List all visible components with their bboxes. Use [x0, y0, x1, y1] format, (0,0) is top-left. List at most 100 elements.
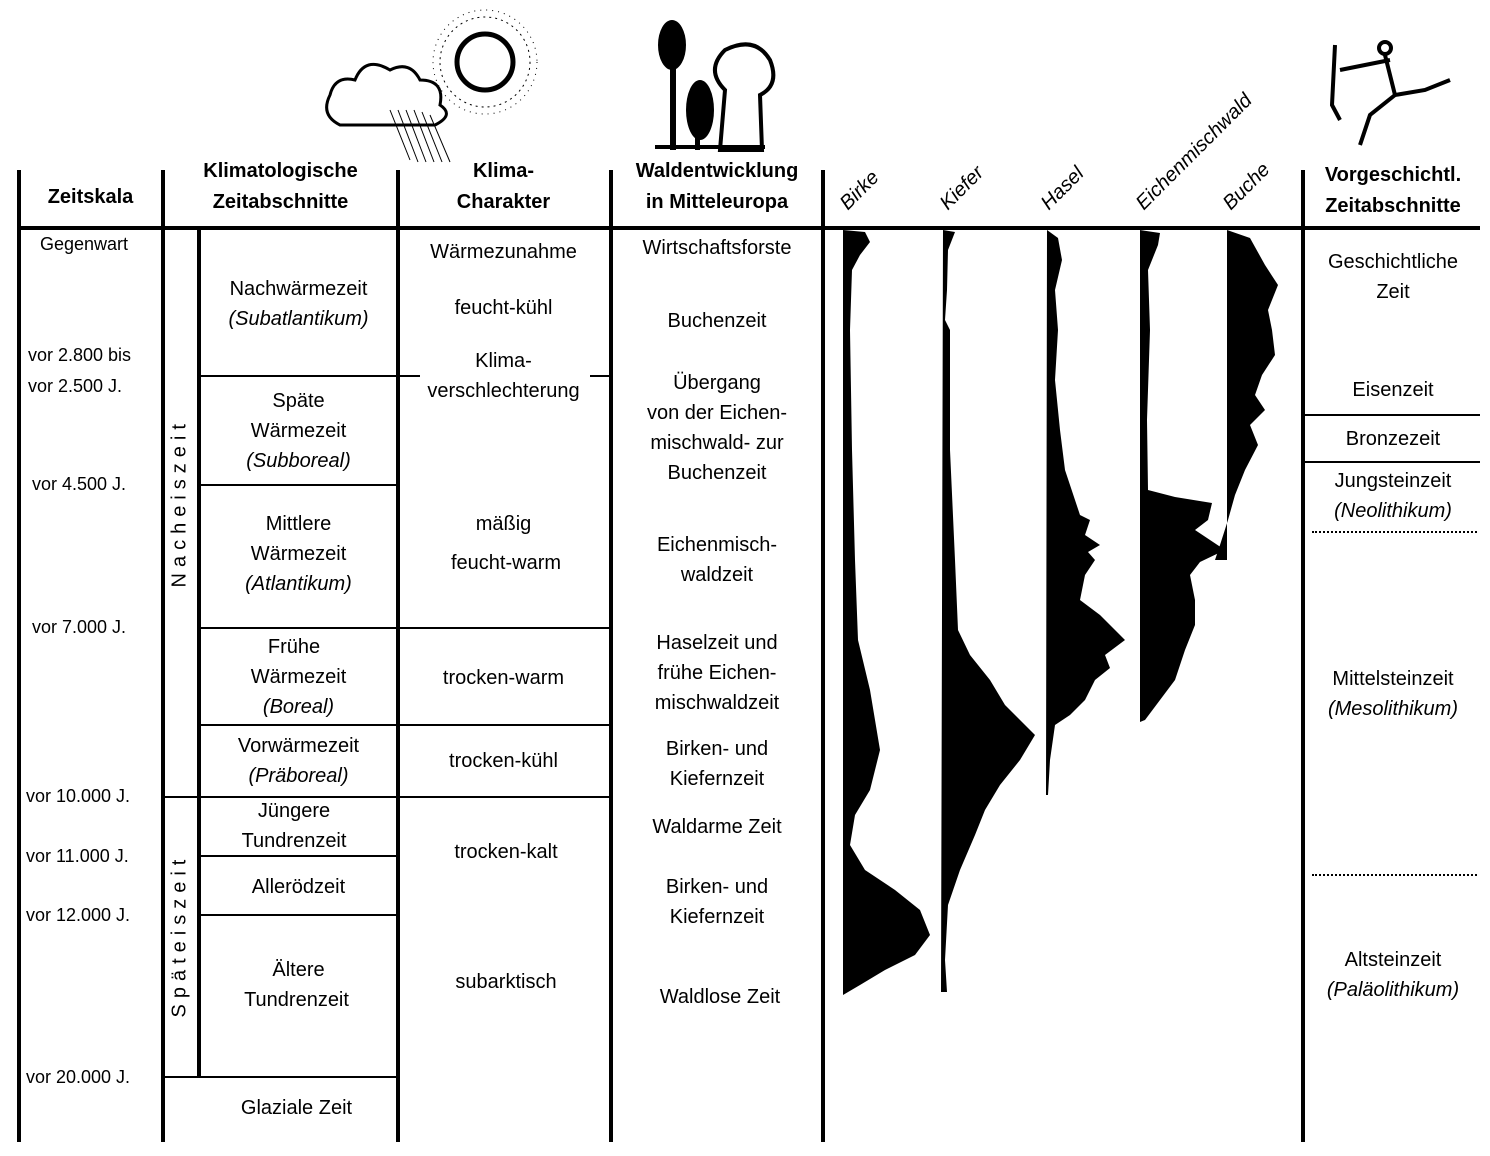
forest-label: Birken- und: [665, 738, 769, 760]
sun-icon: [432, 9, 538, 115]
prehistory-label: (Neolithikum): [1334, 500, 1452, 522]
pollen-curve-kiefer: [941, 230, 1035, 992]
period-name: Nachwärmezeit: [229, 278, 368, 300]
climate-label: feucht-kühl: [454, 297, 553, 319]
period-name: Jüngere: [257, 800, 331, 822]
header-illustrations: [325, 9, 1451, 163]
divider: [17, 170, 21, 1142]
forest-label: Waldlose Zeit: [659, 986, 781, 1008]
prehistory-label: Mittelsteinzeit: [1332, 668, 1454, 690]
forest-label: Waldarme Zeit: [652, 816, 782, 838]
divider: [163, 1076, 398, 1078]
divider: [1303, 414, 1480, 416]
dotted-divider: [1312, 874, 1477, 876]
header-klimatologische-2: Zeitabschnitte: [212, 191, 349, 213]
divider: [163, 796, 611, 798]
period-latin: (Boreal): [262, 696, 335, 718]
forest-label: Kiefernzeit: [669, 768, 765, 790]
divider: [197, 228, 201, 798]
period-latin: (Subboreal): [246, 450, 351, 472]
pollen-curve-hasel: [1046, 230, 1125, 795]
divider: [821, 170, 825, 1142]
time-label: Gegenwart: [40, 234, 129, 254]
forest-label: von der Eichen-: [646, 402, 788, 424]
divider: [198, 375, 398, 377]
climate-label: Klima-: [475, 350, 532, 372]
divider: [590, 375, 611, 377]
cave-painting-figures-icon: [1329, 40, 1451, 146]
period-name: Ältere: [272, 959, 325, 981]
prehistory-label: Eisenzeit: [1352, 379, 1434, 401]
divider: [396, 170, 400, 1142]
header-klima-2: Charakter: [456, 191, 551, 213]
divider: [198, 724, 611, 726]
prehistory-label: Geschichtliche: [1327, 251, 1459, 273]
prehistory-label: (Paläolithikum): [1326, 979, 1460, 1001]
forest-label: Eichenmisch-: [656, 534, 778, 556]
forest-label: Birken- und: [665, 876, 769, 898]
header-klima-1: Klima-: [472, 160, 535, 182]
divider: [1303, 461, 1480, 463]
time-label: vor 11.000 J.: [26, 846, 129, 866]
period-name: Frühe: [267, 636, 321, 658]
divider: [161, 170, 165, 1142]
climate-label: trocken-warm: [442, 667, 565, 689]
prehistory-label: Bronzezeit: [1345, 428, 1441, 450]
climate-label: verschlechterung: [427, 380, 580, 402]
cloud-rain-icon: [325, 62, 451, 163]
period-name: Allerödzeit: [251, 876, 346, 898]
period-name: Wärmezeit: [250, 666, 347, 688]
forest-label: Haselzeit und: [656, 632, 778, 654]
time-label: vor 20.000 J.: [26, 1067, 131, 1087]
trees-icon: [655, 20, 776, 152]
climate-label: trocken-kalt: [454, 841, 558, 863]
forest-label: Buchenzeit: [667, 462, 767, 484]
forest-label: mischwaldzeit: [654, 692, 780, 714]
pollen-curve-birke: [843, 230, 930, 995]
divider: [398, 375, 420, 377]
forest-label: Kiefernzeit: [669, 906, 765, 928]
climate-label: mäßig: [475, 513, 532, 535]
period-name: Wärmezeit: [250, 420, 347, 442]
forest-label: Wirtschaftsforste: [642, 237, 792, 259]
time-label: vor 7.000 J.: [32, 617, 127, 637]
header-vorgeschichte-2: Zeitabschnitte: [1325, 195, 1461, 217]
climate-label: Wärmezunahme: [430, 241, 577, 263]
forest-label: Buchenzeit: [667, 310, 767, 332]
period-latin: (Subatlantikum): [228, 308, 369, 330]
period-name: Glaziale Zeit: [240, 1097, 353, 1119]
divider: [609, 170, 613, 1142]
forest-label: frühe Eichen-: [657, 662, 777, 684]
period-latin: (Präboreal): [248, 765, 349, 787]
forest-label: mischwald- zur: [650, 432, 784, 454]
header-vorgeschichte-1: Vorgeschichtl.: [1324, 164, 1462, 186]
header-wald-1: Waldentwicklung: [635, 160, 799, 182]
header-rule: [17, 226, 1480, 230]
dotted-divider: [1312, 531, 1477, 533]
time-label: vor 2.500 J.: [28, 376, 123, 396]
climate-label: trocken-kühl: [449, 750, 558, 772]
prehistory-label: Jungsteinzeit: [1334, 470, 1452, 492]
divider: [197, 798, 201, 1078]
pollen-curve-buche: [1215, 230, 1278, 560]
period-latin: (Atlantikum): [245, 573, 352, 595]
period-name: Wärmezeit: [250, 543, 347, 565]
period-name: Mittlere: [265, 513, 332, 535]
period-name: Tundrenzeit: [241, 830, 347, 852]
divider: [198, 484, 398, 486]
climate-label: subarktisch: [455, 971, 557, 993]
prehistory-label: Zeit: [1376, 281, 1410, 303]
prehistory-label: Altsteinzeit: [1344, 949, 1442, 971]
header-zeitskala: Zeitskala: [47, 186, 134, 208]
divider: [1301, 170, 1305, 1142]
prehistory-label: (Mesolithikum): [1327, 698, 1459, 720]
time-label: vor 2.800 bis: [28, 345, 132, 365]
header-wald-2: in Mitteleuropa: [645, 191, 789, 213]
divider: [198, 855, 398, 857]
pollen-curve-eichenmischwald: [1140, 230, 1225, 722]
forest-label: Übergang: [673, 372, 761, 394]
forest-label: waldzeit: [680, 564, 754, 586]
climate-label: feucht-warm: [450, 552, 562, 574]
